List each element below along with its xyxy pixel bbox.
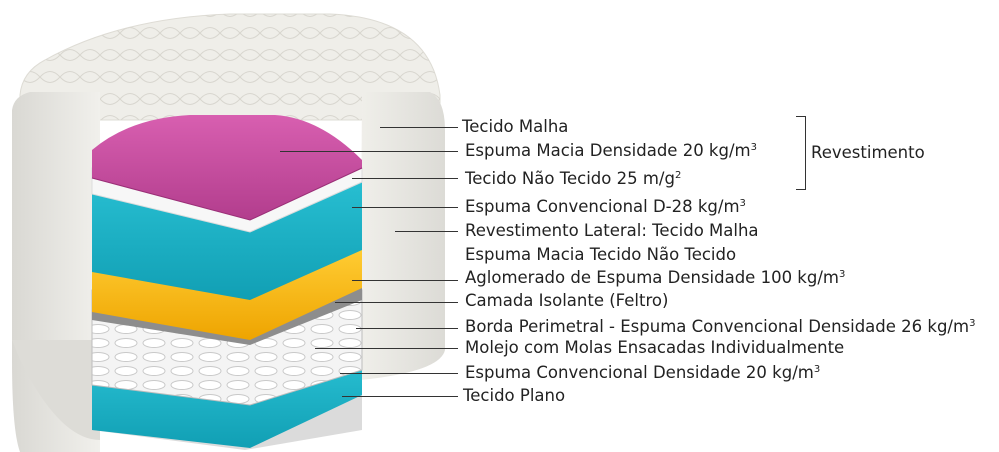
label-revestimento-lateral-2: Espuma Macia Tecido Não Tecido: [465, 245, 737, 264]
label-borda-perimetral: Borda Perimetral - Espuma Convencional D…: [465, 317, 976, 336]
leader-molejo: [315, 348, 458, 349]
leader-tecido-malha: [380, 127, 458, 128]
leader-camada-isolante: [335, 302, 458, 303]
label-espuma-macia: Espuma Macia Densidade 20 kg/m3: [465, 141, 757, 160]
leader-revestimento-lateral: [395, 231, 458, 232]
revestimento-bracket: [796, 116, 806, 190]
leader-espuma-convencional-d28: [352, 207, 458, 208]
label-tecido-nao-tecido: Tecido Não Tecido 25 m/g2: [465, 169, 682, 188]
label-revestimento-lateral: Revestimento Lateral: Tecido Malha: [465, 221, 759, 240]
leader-espuma-macia: [280, 151, 458, 152]
label-aglomerado: Aglomerado de Espuma Densidade 100 kg/m3: [465, 268, 846, 287]
revestimento-group-label: Revestimento: [811, 143, 925, 162]
label-espuma-convencional-20: Espuma Convencional Densidade 20 kg/m3: [465, 363, 821, 382]
leader-aglomerado: [352, 280, 458, 281]
label-tecido-malha: Tecido Malha: [462, 117, 569, 136]
leader-espuma-convencional-20: [340, 373, 458, 374]
leader-tecido-plano: [342, 396, 458, 397]
label-camada-isolante: Camada Isolante (Feltro): [465, 291, 669, 310]
leader-tecido-nao-tecido: [352, 178, 458, 179]
label-tecido-plano: Tecido Plano: [463, 386, 566, 405]
label-molejo: Molejo com Molas Ensacadas Individualmen…: [465, 338, 845, 357]
leader-borda-perimetral: [356, 328, 458, 329]
label-espuma-convencional-d28: Espuma Convencional D-28 kg/m3: [465, 197, 746, 216]
